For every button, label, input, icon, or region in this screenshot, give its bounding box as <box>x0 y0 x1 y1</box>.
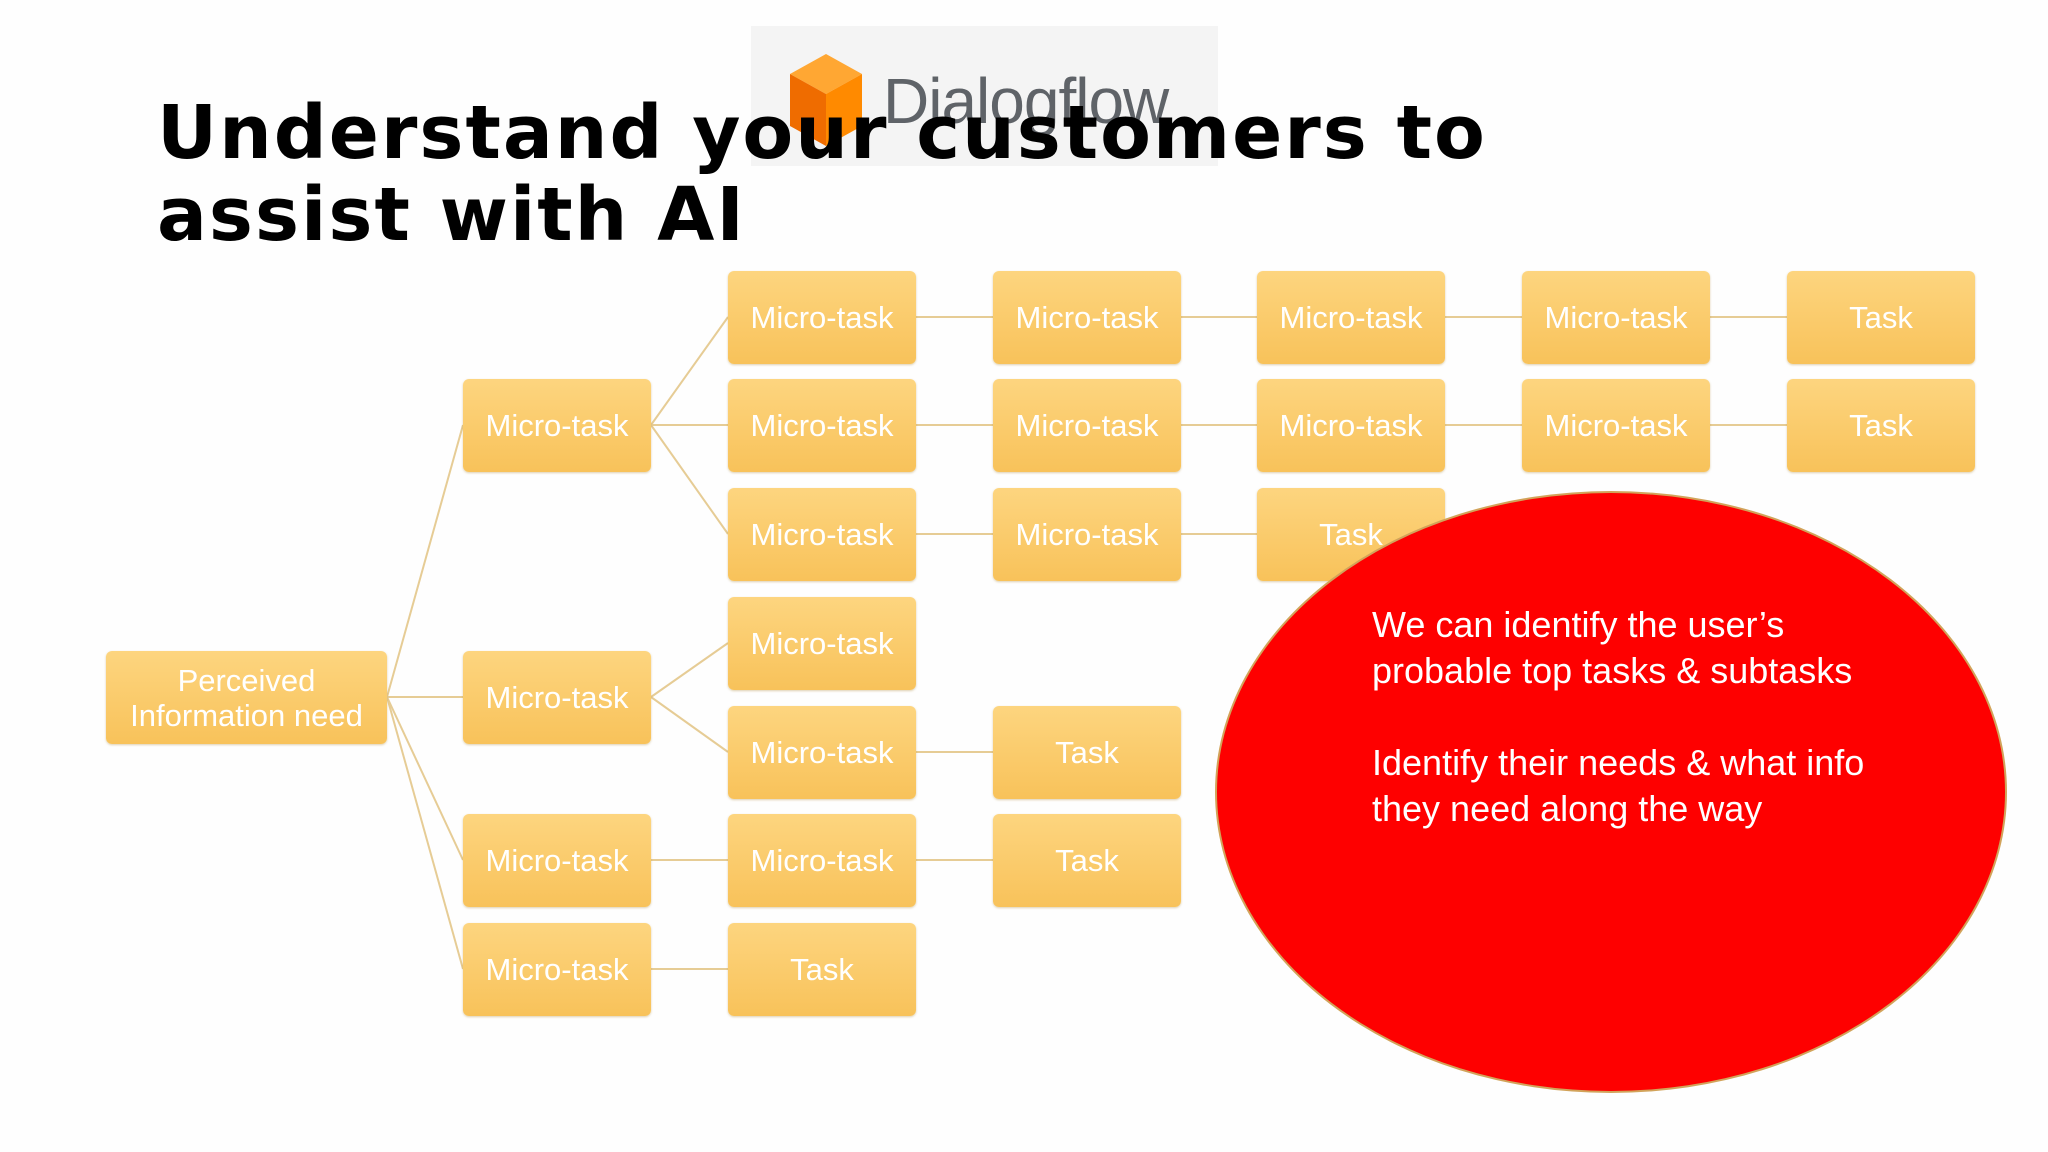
dialogflow-cube-icon <box>790 54 862 146</box>
connector-line <box>386 424 464 698</box>
row2-node: Micro-task <box>728 379 916 472</box>
connector-line <box>650 642 729 698</box>
callout-paragraph-1: We can identify the user’s probable top … <box>1372 604 1853 691</box>
callout-paragraph-2: Identify their needs & what info they ne… <box>1372 742 1865 829</box>
row1-node: Micro-task <box>728 271 916 364</box>
connector-line <box>386 696 464 970</box>
logo-wordmark: Dialogflow <box>883 65 1169 137</box>
level1-node: Micro-task <box>463 923 651 1016</box>
connector-line <box>650 316 729 426</box>
row6-node: Micro-task <box>728 814 916 907</box>
row1-task-node: Task <box>1787 271 1975 364</box>
row1-node: Micro-task <box>1257 271 1445 364</box>
connector-line <box>650 696 729 753</box>
row3-node: Micro-task <box>728 488 916 581</box>
row6-task-node: Task <box>993 814 1181 907</box>
row2-node: Micro-task <box>1522 379 1710 472</box>
row1-node: Micro-task <box>993 271 1181 364</box>
row2-node: Micro-task <box>1257 379 1445 472</box>
row7-task-node: Task <box>728 923 916 1016</box>
row5-node: Micro-task <box>728 706 916 799</box>
level1-node: Micro-task <box>463 651 651 744</box>
row4-node: Micro-task <box>728 597 916 690</box>
connector-line <box>386 696 464 861</box>
row3-node: Micro-task <box>993 488 1181 581</box>
callout-ellipse <box>1217 493 2005 1091</box>
root-node: Perceived Information need <box>106 651 387 744</box>
dialogflow-logo: Dialogflow <box>751 26 1218 166</box>
level1-node: Micro-task <box>463 814 651 907</box>
row5-task-node: Task <box>993 706 1181 799</box>
row1-node: Micro-task <box>1522 271 1710 364</box>
level1-node: Micro-task <box>463 379 651 472</box>
row2-task-node: Task <box>1787 379 1975 472</box>
connector-line <box>650 424 729 535</box>
row2-node: Micro-task <box>993 379 1181 472</box>
slide-title: Understand your customers to assist with… <box>157 90 1487 258</box>
